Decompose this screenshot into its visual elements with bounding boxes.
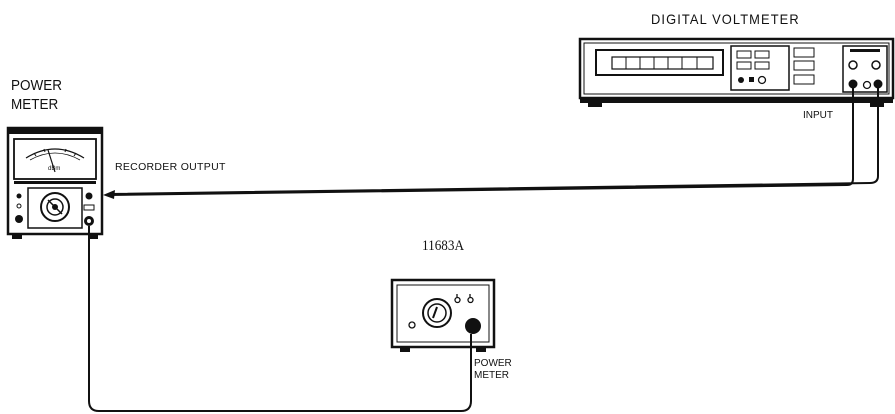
cable-dvm-to-power-meter [109,88,879,196]
calibrator-port-label-line1: POWER [474,358,512,369]
dvm-display [595,49,724,76]
calibrator-11683a [390,278,496,352]
meter-scale-text: dBm [48,166,60,172]
power-meter-dial: dBm [13,138,97,180]
recorder-output-arrow [103,190,115,199]
digital-voltmeter [578,37,895,107]
recorder-output-label: RECORDER OUTPUT [115,161,226,173]
power-meter-label-line2: METER [11,96,59,113]
dvm-controls [730,45,815,91]
calibrator-port-label-line2: METER [474,370,509,381]
digital-voltmeter-label: DIGITAL VOLTMETER [651,11,800,27]
power-meter-label-line1: POWER [11,77,63,94]
power-meter: dBm [6,126,104,239]
dvm-input-terminals [842,45,888,93]
dvm-input-label: INPUT [803,110,833,121]
cable-power-meter-to-calibrator [88,226,472,412]
power-meter-controls [15,187,95,229]
calibrator-model-label: 11683A [422,238,465,254]
